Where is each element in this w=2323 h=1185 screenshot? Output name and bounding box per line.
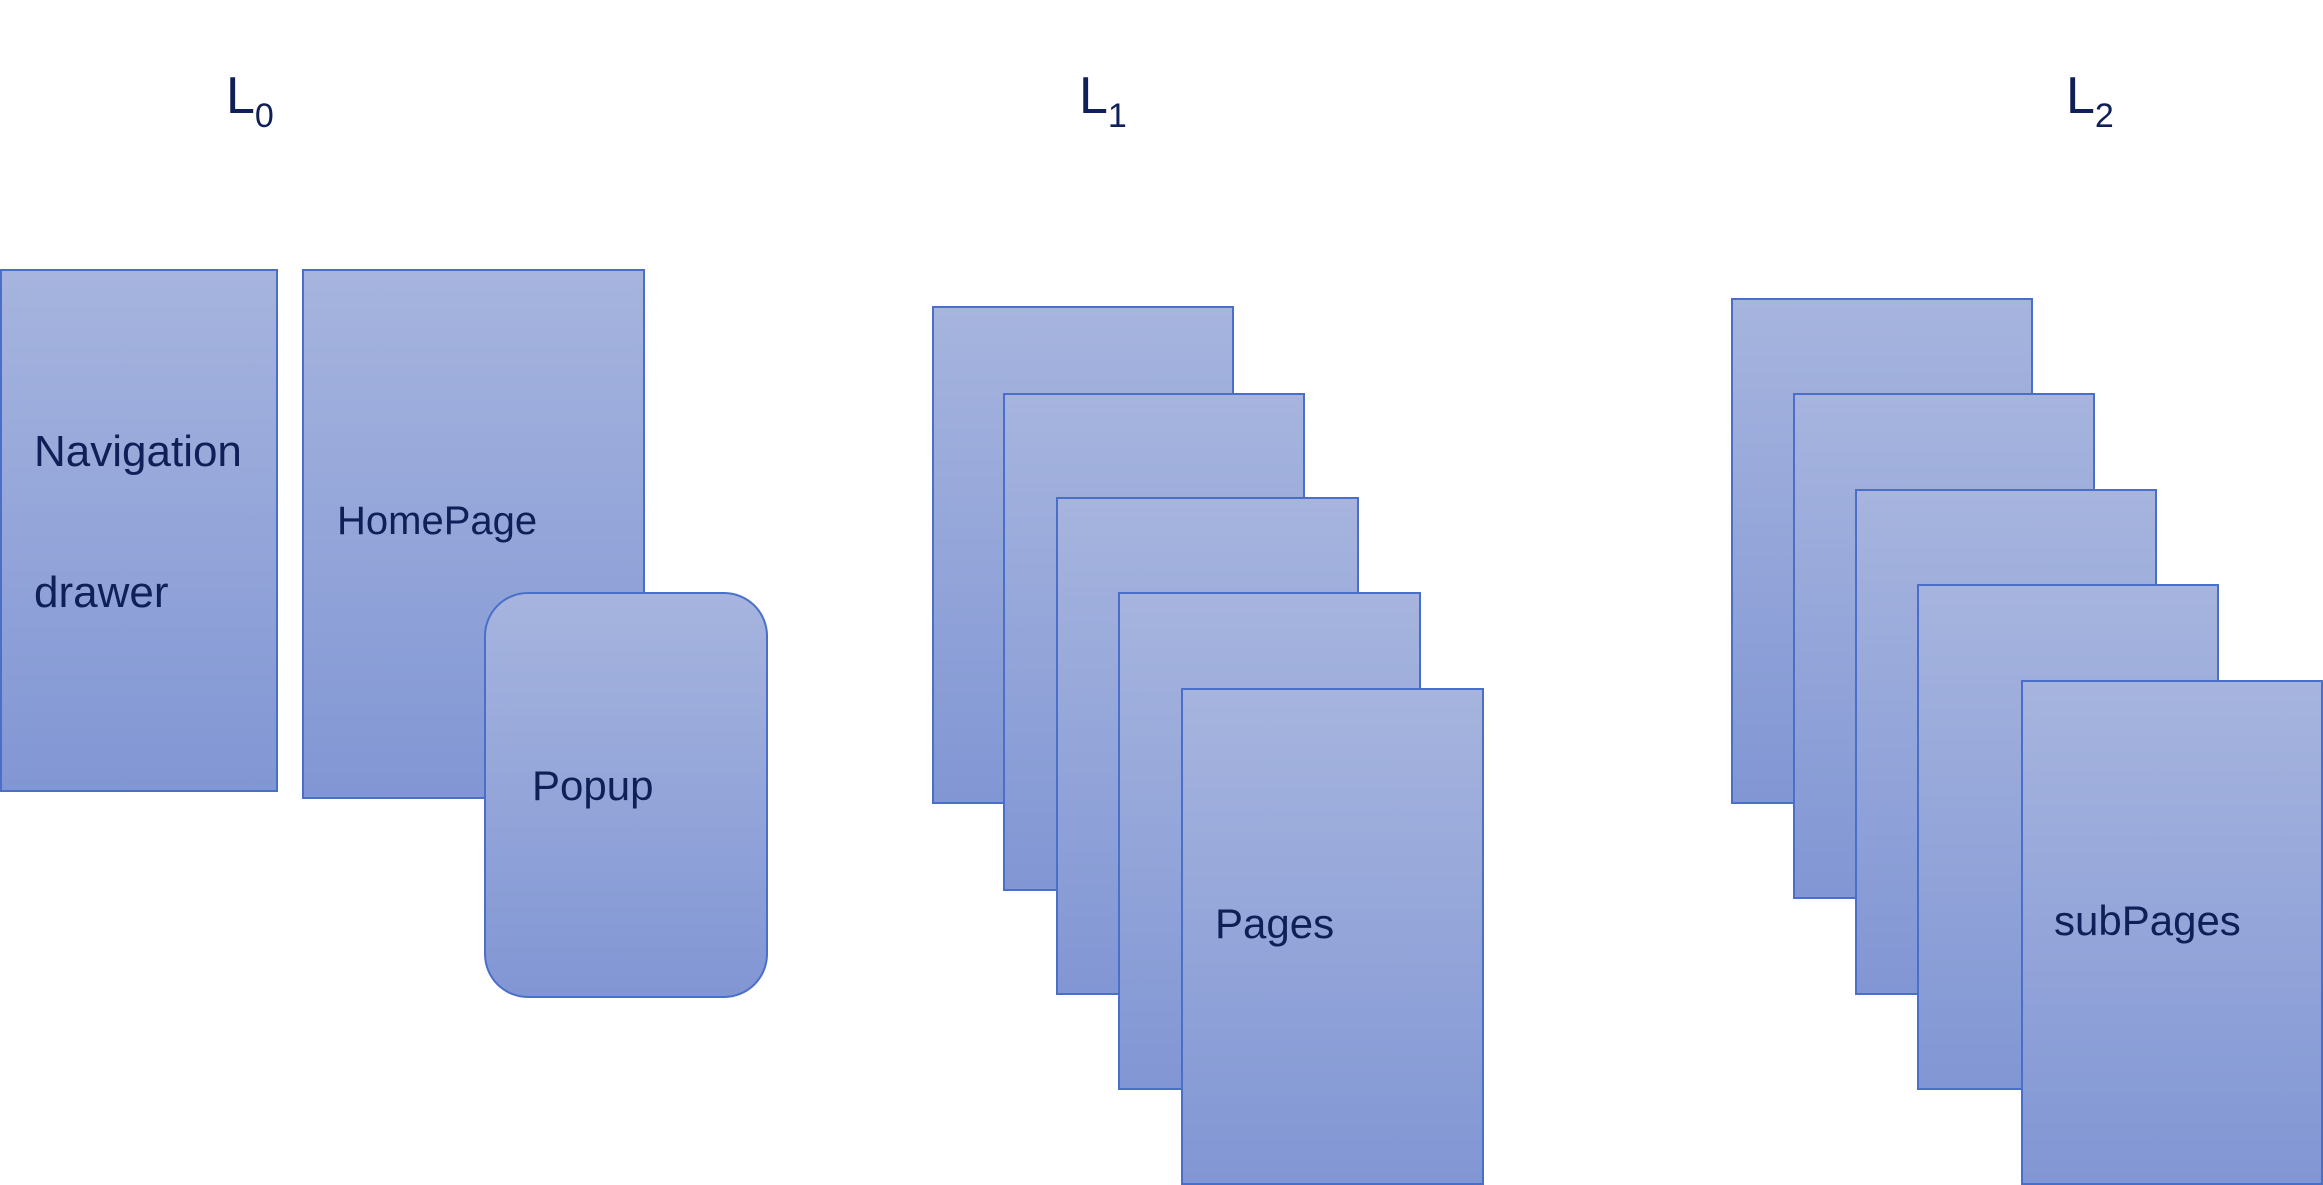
level-label-l2-sub: 2 — [2094, 97, 2114, 135]
pages-label: Pages — [1215, 900, 1335, 947]
level-label-l0: L0 — [226, 67, 274, 133]
level-label-l2: L2 — [2066, 67, 2114, 133]
level-label-l1-sub: 1 — [1107, 97, 1127, 135]
level-label-l1: L1 — [1079, 67, 1127, 133]
level-label-l2-main: L — [2066, 67, 2095, 125]
popup-label: Popup — [532, 762, 654, 809]
navigation-drawer-label-line2: drawer — [34, 568, 169, 617]
level-label-l1-main: L — [1079, 67, 1108, 125]
homepage-label: HomePage — [337, 499, 538, 543]
level-label-l0-main: L — [226, 67, 255, 125]
navigation-drawer-box: Navigation drawer — [0, 269, 278, 792]
subpages-label: subPages — [2054, 897, 2241, 944]
popup-box: Popup — [484, 592, 768, 998]
navigation-drawer-label-line1: Navigation — [34, 427, 242, 476]
level-label-l0-sub: 0 — [254, 97, 274, 135]
subpages-box: subPages — [2021, 680, 2323, 1185]
homepage-box: HomePage — [302, 269, 645, 799]
pages-box: Pages — [1181, 688, 1484, 1185]
